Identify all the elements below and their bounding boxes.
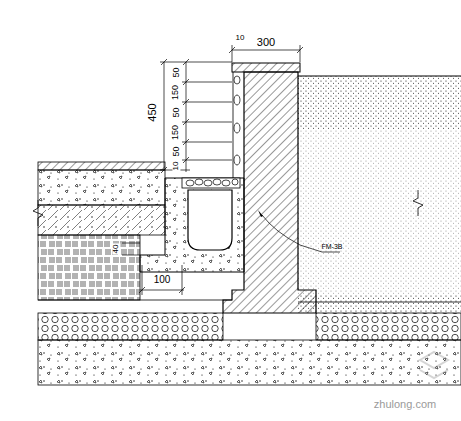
dimension-text: 40 [112,244,120,255]
dimension-text: 10 [235,34,246,42]
dimension-text: 10 [172,161,180,172]
dimension-text: 450 [146,102,157,122]
dimension-text: 100 [153,275,172,285]
dimension-text: 150 [172,83,181,100]
dimension-text: 50 [171,106,180,118]
dimension-text: 300 [256,37,276,48]
dimension-text: 150 [172,123,181,140]
watermark: zhulong.com [374,399,436,410]
callout-label: FM-3B [322,243,343,250]
dimension-text: 50 [171,66,180,78]
dimension-text: 50 [171,145,180,157]
